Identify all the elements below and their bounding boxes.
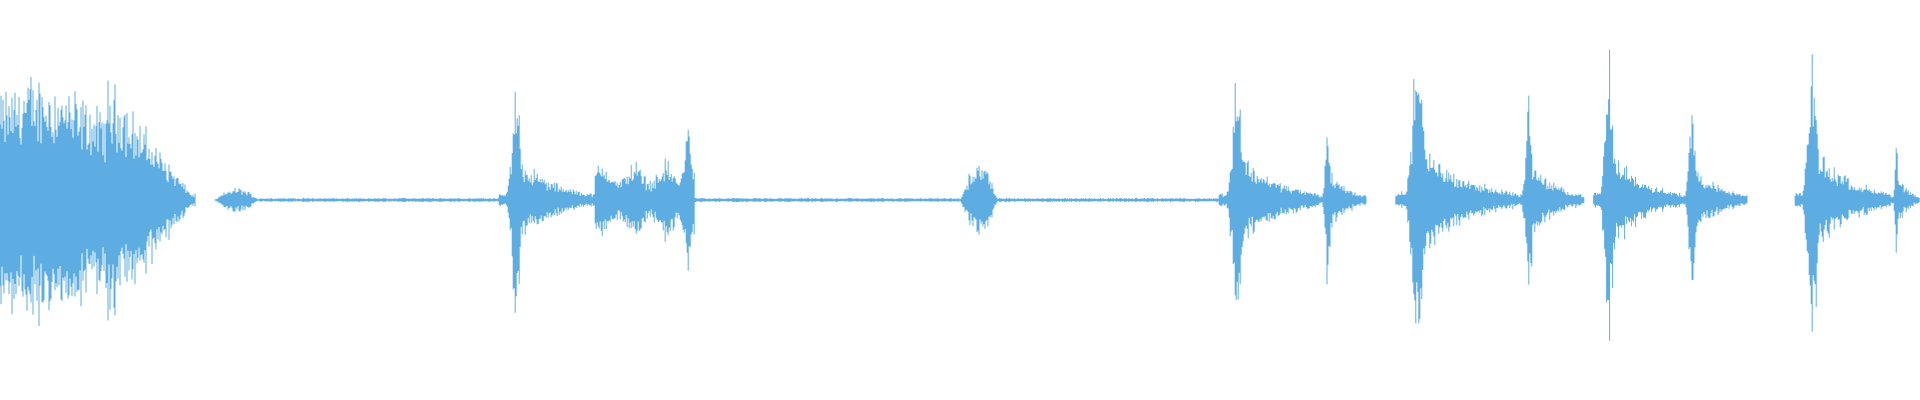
waveform-trace [0, 49, 1920, 341]
